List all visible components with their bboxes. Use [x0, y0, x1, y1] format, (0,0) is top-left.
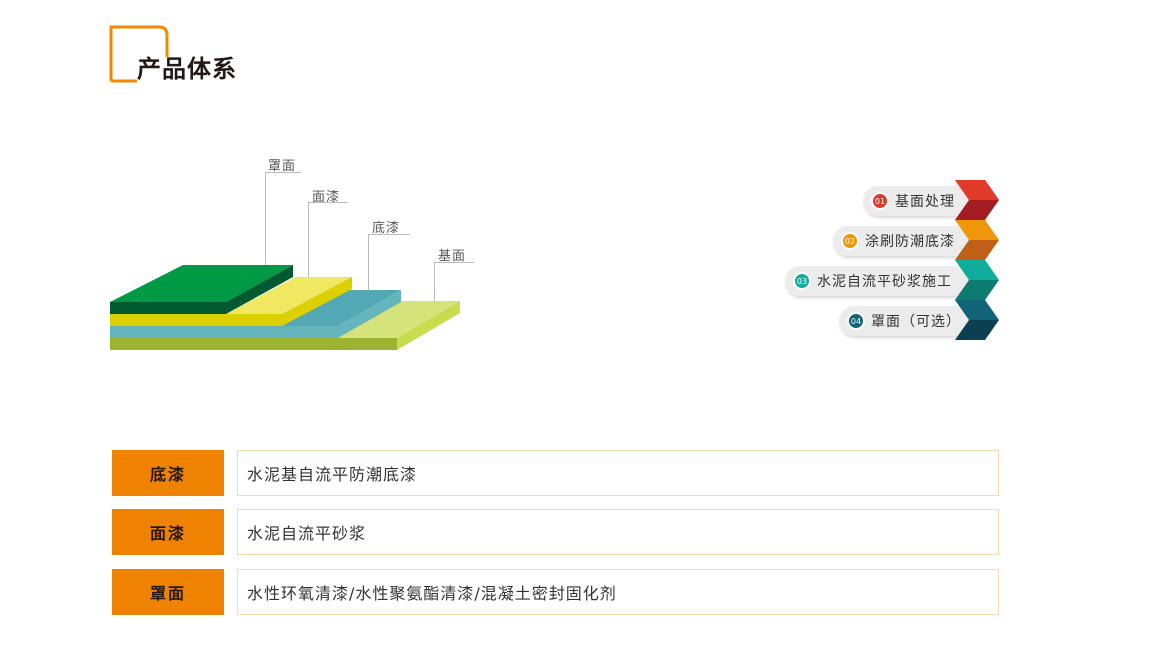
leader-line	[434, 262, 474, 263]
step-number-badge: 02	[841, 232, 859, 250]
row-value: 水性环氧清漆/水性聚氨酯清漆/混凝土密封固化剂	[237, 569, 999, 615]
leader-line	[265, 172, 301, 173]
layer-diagram: 罩面 面漆 底漆 基面	[0, 0, 500, 400]
page-header: 产品体系	[109, 25, 269, 85]
step-label: 基面处理	[895, 194, 955, 210]
leader-line	[434, 262, 435, 301]
layer-label-topcoat: 面漆	[312, 190, 341, 205]
step-number-badge: 04	[847, 312, 865, 330]
chevron-right-icon	[955, 260, 999, 300]
page-title: 产品体系	[137, 55, 237, 83]
step-pill: 01 基面处理	[863, 186, 973, 216]
step-pill: 04 罩面（可选）	[839, 306, 973, 336]
layer-stack-graphic	[110, 265, 460, 350]
layer-label-sealer: 罩面	[268, 159, 297, 174]
step-label: 涂刷防潮底漆	[865, 234, 955, 250]
layer-label-base: 基面	[438, 249, 467, 264]
row-label: 底漆	[112, 450, 224, 496]
leader-line	[308, 202, 309, 277]
step-number-badge: 03	[793, 272, 811, 290]
row-value: 水泥自流平砂浆	[237, 509, 999, 555]
row-value: 水泥基自流平防潮底漆	[237, 450, 999, 496]
step-label: 水泥自流平砂浆施工	[817, 274, 952, 290]
step-number-badge: 01	[871, 192, 889, 210]
row-label: 面漆	[112, 509, 224, 555]
leader-line	[368, 234, 369, 290]
step-label: 罩面（可选）	[871, 314, 961, 330]
step-pill: 02 涂刷防潮底漆	[833, 226, 973, 256]
chevron-right-icon	[955, 220, 999, 260]
leader-line	[265, 172, 266, 265]
row-label: 罩面	[112, 569, 224, 615]
chevron-right-icon	[955, 300, 999, 340]
title-bracket-icon	[109, 25, 169, 83]
step-pill: 03 水泥自流平砂浆施工	[785, 266, 973, 296]
leader-line	[368, 234, 410, 235]
chevron-right-icon	[955, 180, 999, 220]
layer-label-primer: 底漆	[372, 221, 401, 236]
leader-line	[308, 202, 348, 203]
